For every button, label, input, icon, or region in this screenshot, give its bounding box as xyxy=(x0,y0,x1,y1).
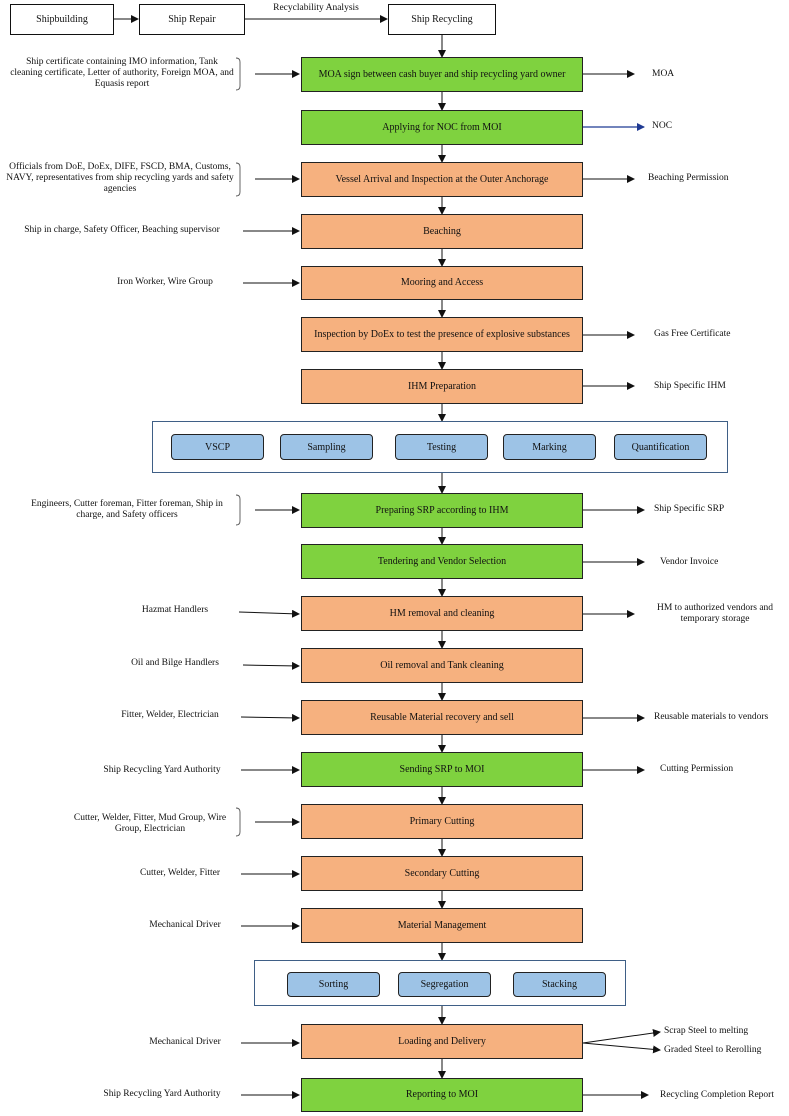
step-vessel-arrival: Vessel Arrival and Inspection at the Out… xyxy=(301,162,583,197)
output-ship-specific-srp: Ship Specific SRP xyxy=(654,504,725,514)
step-mooring: Mooring and Access xyxy=(301,266,583,300)
ship-repair-box: Ship Repair xyxy=(139,4,245,35)
material-item-stacking: Stacking xyxy=(513,972,606,997)
output-hm-vendors-storage: HM to authorized vendors and temporary s… xyxy=(656,603,774,624)
input-report-authority: Ship Recycling Yard Authority xyxy=(103,1089,221,1099)
step-material-management: Material Management xyxy=(301,908,583,943)
output-ship-specific-ihm: Ship Specific IHM xyxy=(654,381,726,391)
step-sending-srp: Sending SRP to MOI xyxy=(301,752,583,787)
step-reusable-recovery: Reusable Material recovery and sell xyxy=(301,700,583,735)
step-oil-removal: Oil removal and Tank cleaning xyxy=(301,648,583,683)
step-doex-inspection: Inspection by DoEx to test the presence … xyxy=(301,317,583,352)
input-hm-staff: Hazmat Handlers xyxy=(141,605,209,615)
input-srp-staff: Engineers, Cutter foreman, Fitter forema… xyxy=(31,499,223,520)
input-mooring-staff: Iron Worker, Wire Group xyxy=(117,277,213,287)
ihm-item-marking: Marking xyxy=(503,434,596,460)
input-primary-cutting-staff: Cutter, Welder, Fitter, Mud Group, Wire … xyxy=(73,813,227,834)
input-reusable-staff: Fitter, Welder, Electrician xyxy=(121,710,219,720)
input-moa-documents: Ship certificate containing IMO informat… xyxy=(10,57,234,89)
input-sendsrp-authority: Ship Recycling Yard Authority xyxy=(103,765,221,775)
ihm-item-sampling: Sampling xyxy=(280,434,373,460)
output-recycling-completion-report: Recycling Completion Report xyxy=(660,1090,774,1100)
input-secondary-cutting-staff: Cutter, Welder, Fitter xyxy=(139,868,221,878)
step-reporting-moi: Reporting to MOI xyxy=(301,1078,583,1112)
input-loading-driver: Mechanical Driver xyxy=(149,1037,221,1047)
ship-recycling-box: Ship Recycling xyxy=(388,4,496,35)
recyclability-analysis-label: Recyclability Analysis xyxy=(273,3,359,13)
material-item-sorting: Sorting xyxy=(287,972,380,997)
step-secondary-cutting: Secondary Cutting xyxy=(301,856,583,891)
step-ihm-preparation: IHM Preparation xyxy=(301,369,583,404)
material-item-segregation: Segregation xyxy=(398,972,491,997)
shipbuilding-box: Shipbuilding xyxy=(10,4,114,35)
step-preparing-srp: Preparing SRP according to IHM xyxy=(301,493,583,528)
output-scrap-steel: Scrap Steel to melting xyxy=(664,1026,749,1036)
output-moa: MOA xyxy=(652,69,675,79)
step-moa: MOA sign between cash buyer and ship rec… xyxy=(301,57,583,92)
input-beaching-staff: Ship in charge, Safety Officer, Beaching… xyxy=(24,225,220,235)
ihm-item-vscp: VSCP xyxy=(171,434,264,460)
ihm-item-testing: Testing xyxy=(395,434,488,460)
output-graded-steel: Graded Steel to Rerolling xyxy=(664,1045,762,1055)
step-loading-delivery: Loading and Delivery xyxy=(301,1024,583,1059)
output-gas-free-certificate: Gas Free Certificate xyxy=(654,329,731,339)
output-beaching-permission: Beaching Permission xyxy=(648,173,729,183)
step-tendering: Tendering and Vendor Selection xyxy=(301,544,583,579)
output-cutting-permission: Cutting Permission xyxy=(660,764,734,774)
output-vendor-invoice: Vendor Invoice xyxy=(660,557,719,567)
ihm-item-quantification: Quantification xyxy=(614,434,707,460)
input-oil-staff: Oil and Bilge Handlers xyxy=(131,658,219,668)
step-beaching: Beaching xyxy=(301,214,583,249)
step-noc: Applying for NOC from MOI xyxy=(301,110,583,145)
step-hm-removal: HM removal and cleaning xyxy=(301,596,583,631)
input-material-driver: Mechanical Driver xyxy=(149,920,221,930)
output-noc: NOC xyxy=(652,121,673,131)
output-reusable-materials: Reusable materials to vendors xyxy=(654,712,769,722)
input-arrival-officials: Officials from DoE, DoEx, DIFE, FSCD, BM… xyxy=(6,162,234,194)
step-primary-cutting: Primary Cutting xyxy=(301,804,583,839)
